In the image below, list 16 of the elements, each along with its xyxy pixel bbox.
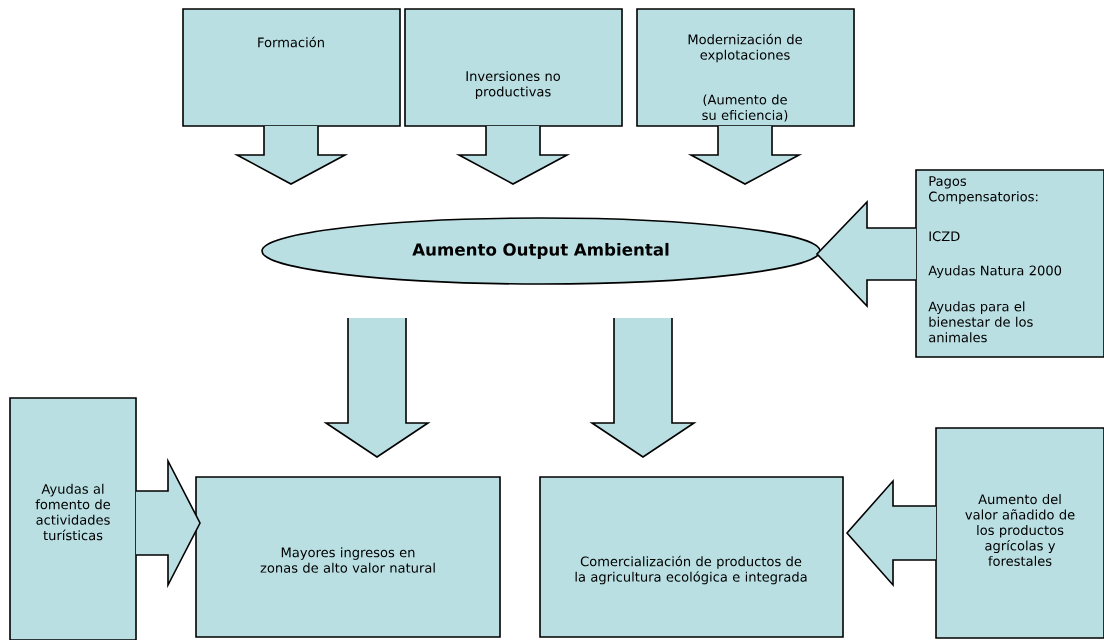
block-arrow (455, 125, 571, 185)
process-box: Pagos Compensatorios: ICZD Ayudas Natura 2000 Ayudas para el bienestar de los animales (915, 169, 1104, 358)
block-arrow (135, 457, 201, 589)
process-box: Ayudas al fomento de actividades turísticas (9, 397, 137, 640)
process-box: Modernización de explotaciones (Aumento de su eficiencia) (636, 8, 855, 127)
block-arrow (687, 125, 803, 185)
block-arrow (845, 478, 937, 588)
process-box: Aumento del valor añadido de los productos agrícolas y forestales (935, 427, 1104, 639)
process-box: Mayores ingresos en zonas de alto valor natural (195, 476, 501, 638)
block-arrow (815, 200, 917, 308)
block-arrow (233, 125, 349, 185)
process-box: Inversiones no productivas (404, 8, 623, 127)
block-arrow (323, 317, 431, 458)
process-box: Comercialización de productos de la agricultura ecológica e integrada (539, 476, 844, 638)
block-arrow (589, 317, 697, 458)
process-box: Formación (182, 8, 401, 127)
